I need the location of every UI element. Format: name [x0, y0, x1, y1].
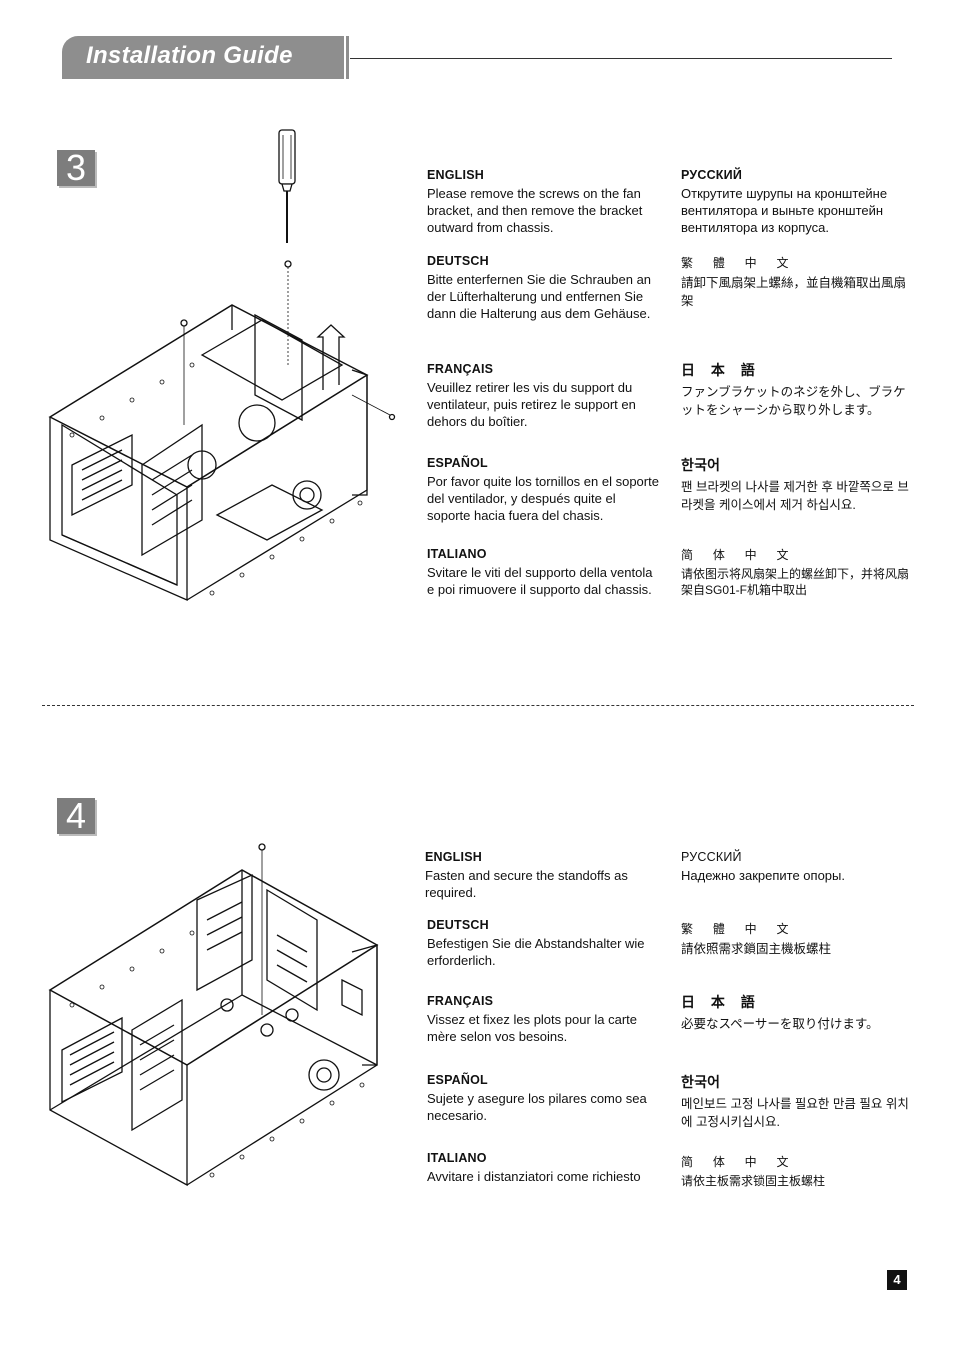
step-4-deutsch: DEUTSCH Befestigen Sie die Abstandshalte… [427, 918, 659, 969]
lang-body-simp-chinese: 请依图示将风扇架上的螺丝卸下，并将风扇架自SG01-F机箱中取出 [681, 567, 910, 597]
lang-title-francais: FRANÇAIS [427, 362, 494, 376]
step-4-badge: 4 [57, 798, 95, 834]
header-rule [350, 58, 892, 59]
lang-body-japanese: ファンブラケットのネジを外し、ブラケットをシャーシから取り外します。 [681, 385, 906, 417]
lang-title-italiano: ITALIANO [427, 547, 487, 561]
lang-title-simp-chinese: 简 体 中 文 [681, 1155, 797, 1169]
step-3-espanol: ESPAÑOL Por favor quite los tornillos en… [427, 456, 659, 524]
lang-body-simp-chinese: 请依主板需求锁固主板螺柱 [681, 1174, 826, 1188]
lang-body-korean: 메인보드 고정 나사를 필요한 만큼 필요 위치에 고정시키십시요. [681, 1097, 909, 1129]
step-4-trad-chinese: 繁 體 中 文 請依照需求鎖固主機板螺柱 [681, 920, 913, 958]
arrow-up-icon [316, 324, 346, 390]
lang-title-russian: РУССКИЙ [681, 168, 743, 182]
page-title: Installation Guide [86, 42, 293, 69]
step-3-english: ENGLISH Please remove the screws on the … [427, 168, 659, 236]
screwdriver-icon [278, 129, 296, 243]
lang-title-japanese: 日 本 語 [681, 362, 761, 378]
lang-body-espanol: Sujete y asegure los pilares como sea ne… [427, 1091, 647, 1123]
step-3-fan-bracket-removal-diagram [48, 129, 396, 601]
lang-body-japanese: 必要なスペーサーを取り付けます。 [681, 1017, 879, 1031]
step-3-italiano: ITALIANO Svitare le viti del supporto de… [427, 547, 659, 598]
step-4-simp-chinese: 简 体 中 文 请依主板需求锁固主板螺柱 [681, 1153, 913, 1189]
page-number: 4 [887, 1270, 907, 1290]
step-4-russian: РУССКИЙ Надежно закрепите опоры. [681, 850, 913, 884]
lang-title-english: ENGLISH [425, 850, 482, 864]
lang-title-english: ENGLISH [427, 168, 484, 182]
step-4-japanese: 日 本 語 必要なスペーサーを取り付けます。 [681, 992, 913, 1033]
step-4-standoff-install-diagram [48, 843, 379, 1187]
lang-title-simp-chinese: 简 体 中 文 [681, 548, 797, 562]
step-3-trad-chinese: 繁 體 中 文 請卸下風扇架上螺絲，並自機箱取出風扇架 [681, 254, 913, 310]
step-3-russian: РУССКИЙ Открутите шурупы на кронштейне в… [681, 168, 913, 236]
step-3-francais: FRANÇAIS Veuillez retirer les vis du sup… [427, 362, 659, 430]
lang-body-francais: Vissez et fixez les plots pour la carte … [427, 1012, 638, 1044]
lang-title-deutsch: DEUTSCH [427, 254, 489, 268]
lang-title-russian: РУССКИЙ [681, 850, 742, 864]
lang-body-trad-chinese: 請卸下風扇架上螺絲，並自機箱取出風扇架 [681, 276, 907, 308]
lang-body-english: Fasten and secure the standoffs as requi… [425, 868, 628, 900]
screw-icon [180, 260, 396, 425]
lang-title-korean: 한국어 [681, 1074, 721, 1090]
header-tab [62, 36, 349, 79]
lang-title-deutsch: DEUTSCH [427, 918, 489, 932]
rivet-dots [69, 362, 363, 596]
step-3-japanese: 日 本 語 ファンブラケットのネジを外し、ブラケットをシャーシから取り外します。 [681, 360, 913, 419]
step-4-francais: FRANÇAIS Vissez et fixez les plots pour … [427, 994, 659, 1045]
lang-body-korean: 팬 브라켓의 나사를 제거한 후 바깥쪽으로 브라켓을 케이스에서 제거 하십시… [681, 480, 909, 512]
lang-title-japanese: 日 本 語 [681, 994, 761, 1010]
step-4-korean: 한국어 메인보드 고정 나사를 필요한 만큼 필요 위치에 고정시키십시요. [681, 1072, 913, 1131]
lang-body-russian: Открутите шурупы на кронштейне вентилято… [681, 186, 888, 235]
step-3-badge: 3 [57, 150, 95, 186]
lang-body-italiano: Svitare le viti del supporto della vento… [427, 565, 653, 597]
chassis-outline [48, 869, 379, 1187]
lang-title-espanol: ESPAÑOL [427, 1073, 488, 1087]
lang-body-francais: Veuillez retirer les vis du support du v… [427, 380, 636, 429]
lang-title-trad-chinese: 繁 體 中 文 [681, 922, 797, 936]
chassis-outline [48, 304, 369, 601]
lang-title-korean: 한국어 [681, 457, 721, 473]
step-3-deutsch: DEUTSCH Bitte enterfernen Sie die Schrau… [427, 254, 659, 322]
step-3-simp-chinese: 简 体 中 文 请依图示将风扇架上的螺丝卸下，并将风扇架自SG01-F机箱中取出 [681, 546, 913, 598]
step-4-espanol: ESPAÑOL Sujete y asegure los pilares com… [427, 1073, 659, 1124]
standoff-screw-icon [258, 843, 266, 1015]
lang-title-francais: FRANÇAIS [427, 994, 494, 1008]
lang-body-deutsch: Bitte enterfernen Sie die Schrauben an d… [427, 272, 652, 321]
rivet-dots [69, 930, 365, 1178]
section-divider [42, 705, 914, 706]
lang-title-espanol: ESPAÑOL [427, 456, 488, 470]
lang-title-italiano: ITALIANO [427, 1151, 487, 1165]
step-4-italiano: ITALIANO Avvitare i distanziatori come r… [427, 1151, 659, 1185]
lang-title-trad-chinese: 繁 體 中 文 [681, 256, 797, 270]
lang-body-trad-chinese: 請依照需求鎖固主機板螺柱 [681, 942, 832, 956]
lang-body-deutsch: Befestigen Sie die Abstandshalter wie er… [427, 936, 645, 968]
lang-body-italiano: Avvitare i distanziatori come richiesto [427, 1169, 641, 1184]
lang-body-english: Please remove the screws on the fan brac… [427, 186, 643, 235]
step-4-english: ENGLISH Fasten and secure the standoffs … [425, 850, 657, 901]
lang-body-espanol: Por favor quite los tornillos en el sopo… [427, 474, 659, 523]
lang-body-russian: Надежно закрепите опоры. [681, 868, 845, 883]
step-3-korean: 한국어 팬 브라켓의 나사를 제거한 후 바깥쪽으로 브라켓을 케이스에서 제거… [681, 455, 913, 514]
